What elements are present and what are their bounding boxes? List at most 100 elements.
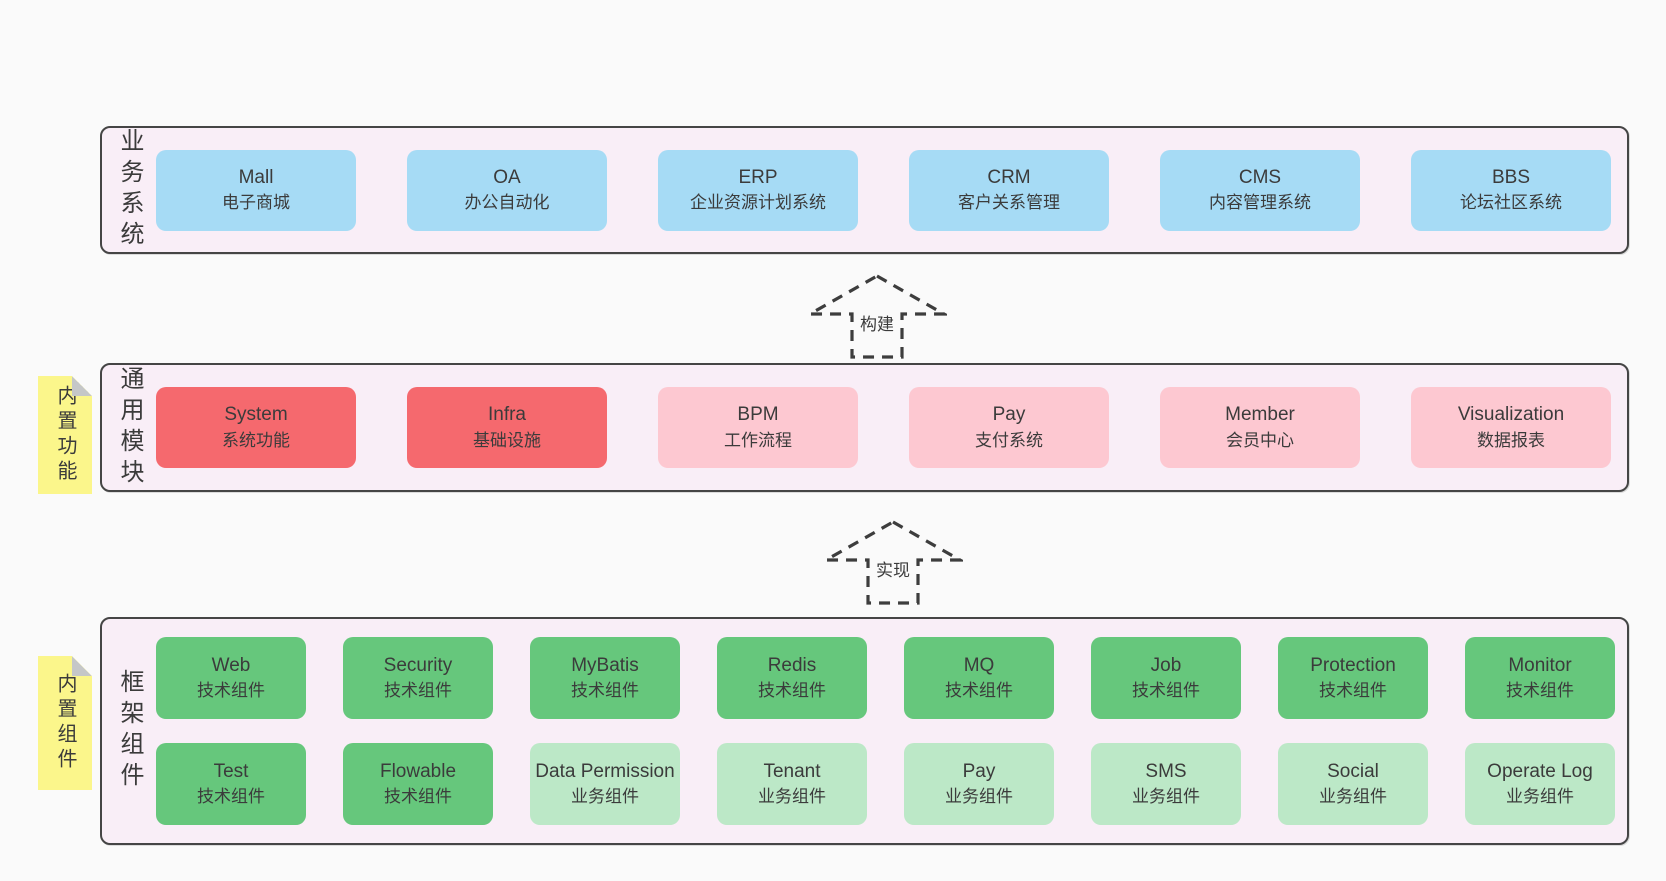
band-framework-components: 框架组件 Web 技术组件 Security 技术组件 MyBatis 技术组件… (100, 617, 1629, 845)
business-systems-row: Mall 电子商城 OA 办公自动化 ERP 企业资源计划系统 CRM 客户关系… (156, 128, 1627, 252)
box-title: OA (493, 166, 521, 188)
module-box-system: System 系统功能 (156, 387, 356, 468)
framework-components-grid: Web 技术组件 Security 技术组件 MyBatis 技术组件 Redi… (156, 619, 1627, 843)
box-title: BPM (737, 404, 779, 426)
band-label-framework-components: 框架组件 (102, 619, 156, 843)
box-subtitle: 业务组件 (1506, 787, 1574, 807)
folded-corner-icon (72, 656, 92, 676)
box-title: Monitor (1508, 654, 1572, 676)
system-box-bbs: BBS 论坛社区系统 (1411, 149, 1611, 231)
module-box-member: Member 会员中心 (1160, 387, 1360, 468)
box-title: Protection (1310, 654, 1396, 676)
box-title: MQ (963, 654, 995, 676)
box-subtitle: 会员中心 (1226, 430, 1294, 450)
box-title: Infra (487, 404, 527, 426)
component-box-social: Social 业务组件 (1278, 743, 1428, 825)
system-box-oa: OA 办公自动化 (407, 149, 607, 231)
arrow-implement-label: 实现 (873, 556, 913, 581)
box-subtitle: 企业资源计划系统 (690, 193, 826, 213)
box-subtitle: 内容管理系统 (1209, 193, 1311, 213)
components-row-2: Test 技术组件 Flowable 技术组件 Data Permission … (156, 743, 1627, 825)
sticky-label: 内置功能 (54, 385, 76, 485)
box-subtitle: 技术组件 (197, 681, 265, 701)
box-title: Test (213, 760, 249, 782)
component-box-pay: Pay 业务组件 (904, 743, 1054, 825)
box-title: Job (1150, 654, 1182, 676)
component-box-web: Web 技术组件 (156, 637, 306, 719)
component-box-protection: Protection 技术组件 (1278, 637, 1428, 719)
components-row-1: Web 技术组件 Security 技术组件 MyBatis 技术组件 Redi… (156, 637, 1627, 719)
box-title: CRM (987, 166, 1031, 188)
component-box-flowable: Flowable 技术组件 (343, 743, 493, 825)
box-subtitle: 电子商城 (222, 193, 290, 213)
sticky-note-built-in-components: 内置组件 (38, 656, 92, 790)
box-title: Tenant (763, 760, 821, 782)
box-title: Visualization (1457, 404, 1565, 426)
box-title: Operate Log (1487, 760, 1593, 782)
box-subtitle: 基础设施 (473, 430, 541, 450)
box-subtitle: 业务组件 (1132, 787, 1200, 807)
box-subtitle: 业务组件 (758, 787, 826, 807)
component-box-mq: MQ 技术组件 (904, 637, 1054, 719)
box-title: Web (211, 654, 251, 676)
up-arrow-build: 构建 (807, 273, 947, 359)
component-box-monitor: Monitor 技术组件 (1465, 637, 1615, 719)
band-common-modules: 通用模块 System 系统功能 Infra 基础设施 BPM 工作流程 Pay… (100, 363, 1629, 492)
component-box-job: Job 技术组件 (1091, 637, 1241, 719)
box-title: MyBatis (571, 654, 639, 676)
component-box-tenant: Tenant 业务组件 (717, 743, 867, 825)
system-box-mall: Mall 电子商城 (156, 149, 356, 231)
component-box-data-permission: Data Permission 业务组件 (530, 743, 680, 825)
component-box-security: Security 技术组件 (343, 637, 493, 719)
box-subtitle: 论坛社区系统 (1460, 193, 1562, 213)
arrow-build-label: 构建 (857, 310, 897, 335)
box-subtitle: 客户关系管理 (958, 193, 1060, 213)
box-title: Security (383, 654, 453, 676)
component-box-test: Test 技术组件 (156, 743, 306, 825)
component-box-mybatis: MyBatis 技术组件 (530, 637, 680, 719)
box-title: Flowable (379, 760, 457, 782)
box-subtitle: 技术组件 (384, 787, 452, 807)
module-box-pay: Pay 支付系统 (909, 387, 1109, 468)
component-box-redis: Redis 技术组件 (717, 637, 867, 719)
module-box-bpm: BPM 工作流程 (658, 387, 858, 468)
box-subtitle: 业务组件 (571, 787, 639, 807)
box-title: Social (1327, 760, 1379, 782)
common-modules-row: System 系统功能 Infra 基础设施 BPM 工作流程 Pay 支付系统… (156, 365, 1627, 490)
up-arrow-implement: 实现 (823, 519, 963, 605)
box-subtitle: 办公自动化 (464, 193, 550, 213)
box-subtitle: 技术组件 (945, 681, 1013, 701)
box-title: Data Permission (535, 760, 675, 782)
band-title: 通用模块 (116, 365, 143, 490)
box-title: Pay (962, 760, 996, 782)
box-title: SMS (1145, 760, 1187, 782)
sticky-note-built-in-features: 内置功能 (38, 376, 92, 494)
box-subtitle: 技术组件 (1132, 681, 1200, 701)
box-subtitle: 技术组件 (1319, 681, 1387, 701)
component-box-sms: SMS 业务组件 (1091, 743, 1241, 825)
box-subtitle: 技术组件 (1506, 681, 1574, 701)
system-box-erp: ERP 企业资源计划系统 (658, 149, 858, 231)
box-subtitle: 技术组件 (758, 681, 826, 701)
band-label-business-systems: 业务系统 (102, 128, 156, 252)
box-subtitle: 技术组件 (384, 681, 452, 701)
sticky-label: 内置组件 (54, 673, 76, 773)
box-subtitle: 数据报表 (1477, 430, 1545, 450)
box-subtitle: 技术组件 (197, 787, 265, 807)
box-subtitle: 支付系统 (975, 430, 1043, 450)
box-subtitle: 业务组件 (945, 787, 1013, 807)
box-subtitle: 工作流程 (724, 430, 792, 450)
band-label-common-modules: 通用模块 (102, 365, 156, 490)
module-box-infra: Infra 基础设施 (407, 387, 607, 468)
box-title: System (224, 404, 288, 426)
system-box-crm: CRM 客户关系管理 (909, 149, 1109, 231)
box-title: ERP (738, 166, 778, 188)
band-business-systems: 业务系统 Mall 电子商城 OA 办公自动化 ERP 企业资源计划系统 CRM… (100, 126, 1629, 254)
folded-corner-icon (72, 376, 92, 396)
box-subtitle: 系统功能 (222, 430, 290, 450)
component-box-operate-log: Operate Log 业务组件 (1465, 743, 1615, 825)
band-title: 框架组件 (116, 669, 143, 793)
module-box-visualization: Visualization 数据报表 (1411, 387, 1611, 468)
box-title: Member (1225, 404, 1295, 426)
